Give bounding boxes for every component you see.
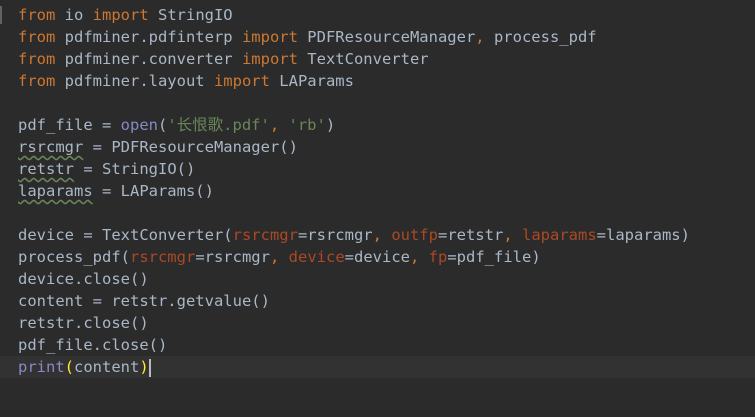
code-token: pdf_file.close(): [18, 336, 168, 354]
code-token: from: [18, 6, 56, 24]
code-token: device.close(): [18, 270, 149, 288]
code-token: LAParams: [269, 72, 354, 90]
code-line[interactable]: from io import StringIO: [18, 4, 755, 26]
code-token: (: [157, 116, 168, 134]
code-token: import: [241, 50, 298, 68]
code-token: laparams: [18, 182, 93, 200]
code-token: (: [64, 358, 75, 376]
code-line[interactable]: rsrcmgr = PDFResourceManager(): [18, 136, 755, 158]
code-line[interactable]: from pdfminer.layout import LAParams: [18, 70, 755, 92]
code-token: rsrcmgr: [129, 248, 196, 266]
code-token: =laparams): [596, 226, 690, 244]
code-token: rsrcmgr: [232, 226, 298, 244]
code-token: import: [213, 72, 270, 90]
code-token: =rsrcmgr: [195, 248, 270, 266]
code-line[interactable]: device = TextConverter(rsrcmgr=rsrcmgr, …: [18, 224, 755, 246]
code-token: =retstr: [437, 226, 504, 244]
code-token: StringIO: [148, 6, 233, 24]
code-token: ): [139, 358, 149, 376]
code-token: [279, 116, 288, 134]
code-token: ,: [269, 248, 280, 266]
code-token: device: [288, 248, 345, 266]
code-token: ,: [372, 226, 382, 244]
code-token: pdfminer.converter: [55, 50, 242, 68]
code-line[interactable]: pdf_file = open('长恨歌.pdf', 'rb'): [18, 114, 755, 136]
code-token: retstr.close(): [18, 314, 149, 332]
code-token: = PDFResourceManager(): [83, 138, 298, 156]
code-token: pdfminer.pdfinterp: [55, 28, 242, 46]
code-token: PDFResourceManager: [297, 28, 476, 46]
code-token: import: [92, 6, 149, 24]
code-token: =device: [344, 248, 410, 266]
code-token: laparams: [522, 226, 597, 244]
code-token: [279, 248, 288, 266]
fold-marker[interactable]: [0, 6, 10, 24]
code-line[interactable]: device.close(): [18, 268, 755, 290]
code-token: [513, 226, 522, 244]
code-line[interactable]: content = retstr.getvalue(): [18, 290, 755, 312]
code-line[interactable]: from pdfminer.converter import TextConve…: [18, 48, 755, 70]
code-token: ,: [409, 248, 420, 266]
code-token: = StringIO(): [74, 160, 196, 178]
code-token: '长恨歌.pdf': [167, 116, 270, 134]
code-token: fp: [428, 248, 448, 266]
code-token: print: [18, 358, 65, 376]
code-line[interactable]: [18, 92, 755, 114]
code-token: open: [120, 116, 158, 134]
code-token: rsrcmgr: [18, 138, 84, 156]
code-token: ): [325, 116, 336, 134]
code-token: ,: [269, 116, 280, 134]
code-line[interactable]: print(content): [0, 356, 755, 378]
code-token: import: [241, 28, 298, 46]
code-token: [382, 226, 391, 244]
code-token: pdfminer.layout: [55, 72, 214, 90]
code-token: ,: [503, 226, 513, 244]
code-token: content = retstr.getvalue(): [18, 292, 270, 310]
code-token: io: [55, 6, 93, 24]
code-token: from: [18, 28, 56, 46]
code-token: from: [18, 50, 56, 68]
code-token: retstr: [18, 160, 74, 178]
code-token: 'rb': [288, 116, 326, 134]
code-line[interactable]: [18, 202, 755, 224]
code-line[interactable]: pdf_file.close(): [18, 334, 755, 356]
code-token: = LAParams(): [92, 182, 214, 200]
code-token: process_pdf: [484, 28, 597, 46]
code-line[interactable]: retstr.close(): [18, 312, 755, 334]
code-line[interactable]: from pdfminer.pdfinterp import PDFResour…: [18, 26, 755, 48]
code-token: outfp: [391, 226, 438, 244]
code-token: TextConverter: [297, 50, 429, 68]
code-token: =rsrcmgr: [297, 226, 373, 244]
code-token: ,: [475, 28, 485, 46]
code-token: from: [18, 72, 56, 90]
text-caret: [148, 358, 151, 377]
code-line[interactable]: process_pdf(rsrcmgr=rsrcmgr, device=devi…: [18, 246, 755, 268]
code-token: device = TextConverter(: [18, 226, 233, 244]
code-line[interactable]: laparams = LAParams(): [18, 180, 755, 202]
code-token: pdf_file =: [18, 116, 121, 134]
code-token: content: [74, 358, 140, 376]
code-line[interactable]: retstr = StringIO(): [18, 158, 755, 180]
code-token: [419, 248, 428, 266]
code-token: =pdf_file): [447, 248, 541, 266]
code-token: process_pdf(: [18, 248, 130, 266]
